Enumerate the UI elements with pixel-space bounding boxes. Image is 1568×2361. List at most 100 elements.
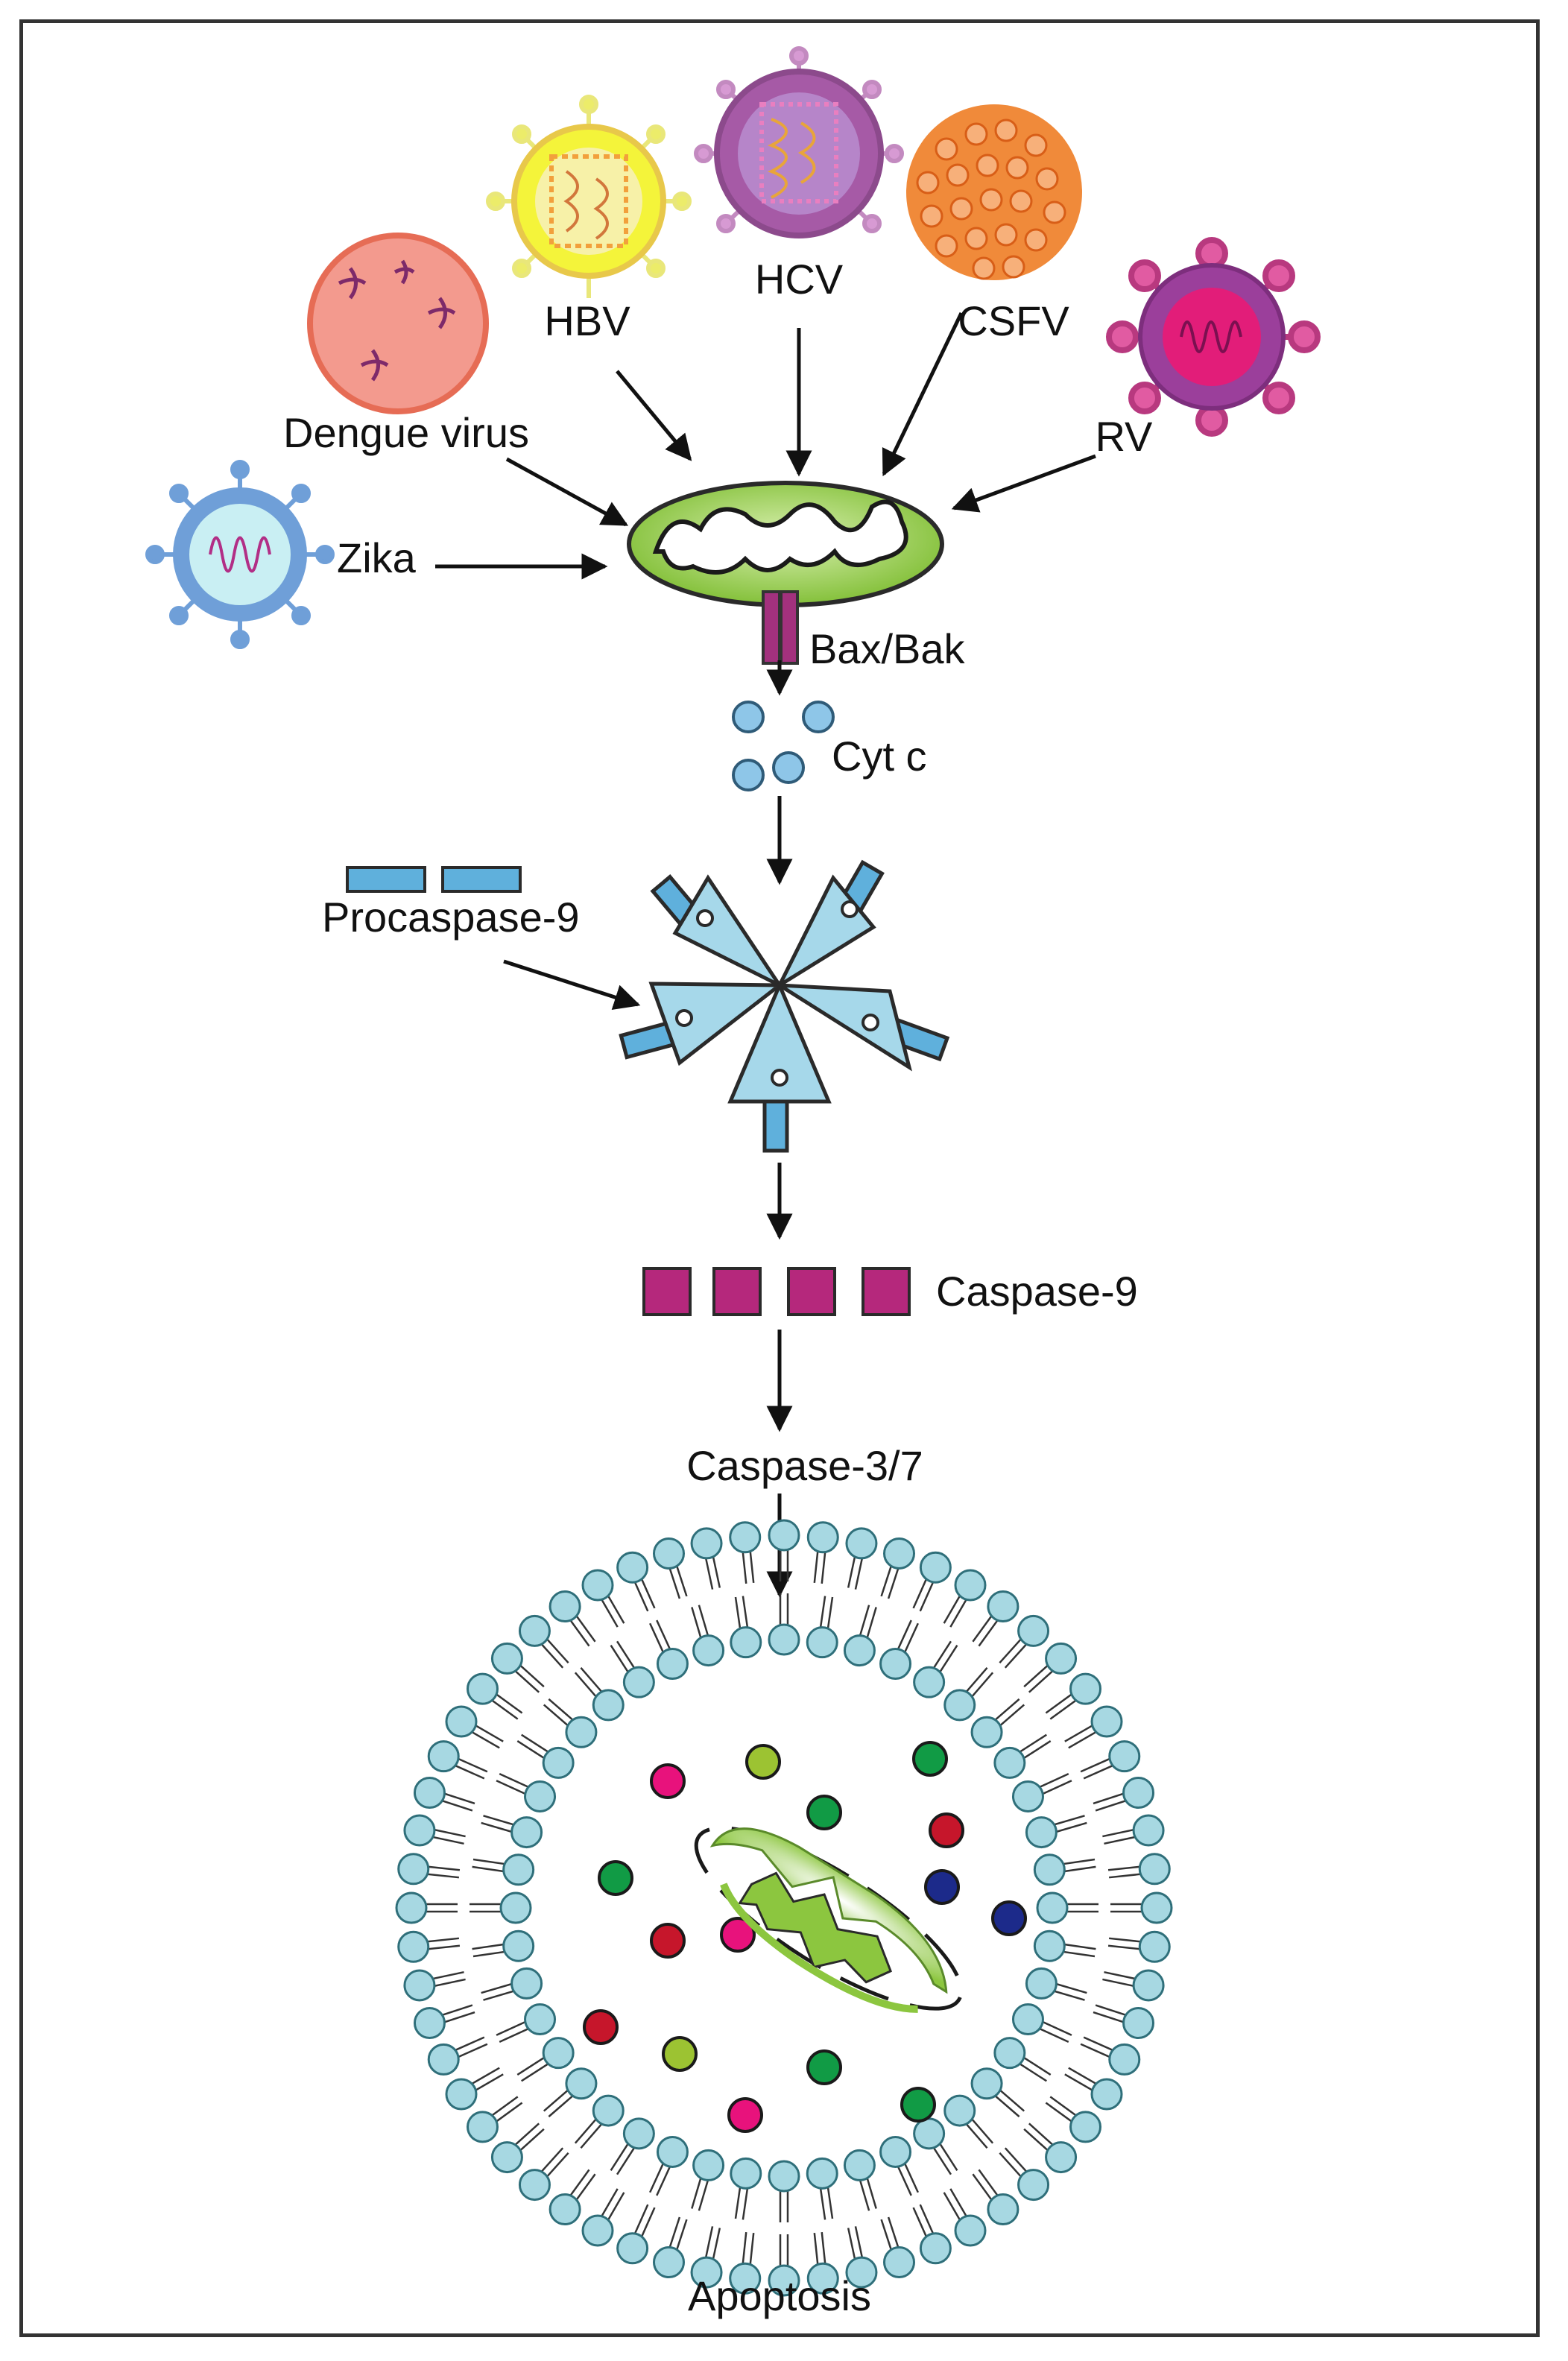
- lipid-head: [622, 2117, 655, 2150]
- lipid-head: [565, 1716, 598, 1748]
- lipid-head: [690, 1527, 723, 1560]
- lipid-head: [970, 1716, 1003, 1748]
- lipid-head: [806, 2157, 838, 2190]
- lipid-head: [1011, 2003, 1044, 2036]
- zika-virus-icon: [145, 460, 335, 649]
- lipid-head: [943, 2094, 976, 2127]
- lipid-head: [1069, 1672, 1102, 1705]
- lipid-head: [616, 1551, 649, 1584]
- rv-label: RV: [1096, 413, 1153, 460]
- apoptosome-icon: [619, 859, 950, 1153]
- lipid-head: [1017, 1614, 1050, 1647]
- lipid-head: [592, 1689, 625, 1722]
- lipid-head: [690, 2256, 723, 2289]
- lipid-head: [518, 1614, 551, 1647]
- dengue-virus-icon: [307, 233, 489, 414]
- lipid-head: [652, 1537, 685, 1570]
- lipid-head: [692, 1634, 725, 1667]
- lipid-head: [879, 2135, 912, 2168]
- apoptotic-cell: [395, 1519, 1173, 2297]
- arrow-dengue: [505, 457, 629, 527]
- lipid-head: [806, 1626, 838, 1659]
- lipid-head: [768, 1623, 800, 1656]
- lipid-head: [622, 1666, 655, 1698]
- lipid-head: [403, 1969, 436, 2002]
- lipid-head: [1108, 2043, 1141, 2076]
- lipid-head: [397, 1853, 430, 1886]
- lipid-head: [499, 1891, 532, 1924]
- hbv-virus-icon: [486, 95, 692, 298]
- bax-bak-channel: [762, 590, 799, 665]
- lipid-head: [502, 1853, 535, 1886]
- zika-label: Zika: [337, 534, 417, 581]
- lipid-head: [524, 1780, 557, 1812]
- lipid-head: [729, 1521, 762, 1554]
- lipid-head: [616, 2232, 649, 2265]
- lipid-head: [466, 1672, 499, 1705]
- lipid-head: [729, 2262, 762, 2295]
- lipid-head: [1090, 1705, 1123, 1738]
- lipid-head: [954, 1569, 987, 1602]
- lipid-head: [919, 1551, 952, 1584]
- csfv-virus-icon: [906, 104, 1082, 280]
- arrow-rv: [951, 454, 1096, 513]
- lipid-head: [913, 2117, 946, 2150]
- lipid-bilayer: [395, 1519, 1173, 2297]
- lipid-head: [1045, 2141, 1078, 2174]
- lipid-head: [993, 2037, 1026, 2070]
- lipid-head: [1033, 1853, 1066, 1886]
- lipid-head: [542, 1746, 575, 1779]
- lipid-head: [1108, 1740, 1141, 1773]
- lipid-head: [768, 2160, 800, 2193]
- lipid-head: [490, 2141, 523, 2174]
- lipid-head: [510, 1967, 543, 2000]
- lipid-head: [1138, 1930, 1171, 1963]
- lipid-head: [843, 1634, 876, 1667]
- lipid-head: [692, 2149, 725, 2181]
- lipid-head: [549, 2193, 581, 2226]
- lipid-head: [445, 2078, 478, 2111]
- lipid-head: [883, 2246, 916, 2279]
- lipid-head: [879, 1648, 912, 1681]
- lipid-head: [845, 2256, 878, 2289]
- lipid-head: [502, 1929, 535, 1962]
- lipid-head: [592, 2094, 625, 2127]
- lipid-head: [581, 1569, 614, 1602]
- lipid-head: [518, 2169, 551, 2202]
- lipid-head: [413, 2007, 446, 2040]
- lipid-head: [993, 1746, 1026, 1779]
- lipid-head: [652, 2246, 685, 2279]
- lipid-head: [1122, 1776, 1155, 1809]
- lipid-head: [730, 2157, 762, 2190]
- lipid-head: [806, 1521, 839, 1554]
- dengue-label: Dengue virus: [283, 409, 529, 456]
- hbv-label: HBV: [544, 297, 630, 344]
- lipid-head: [1069, 2111, 1102, 2143]
- lipid-head: [730, 1626, 762, 1659]
- arrow-hbv: [616, 370, 692, 461]
- lipid-head: [1011, 1780, 1044, 1812]
- lipid-head: [395, 1891, 428, 1924]
- lipid-head: [1140, 1891, 1173, 1924]
- lipid-head: [524, 2003, 557, 2036]
- lipid-head: [1122, 2007, 1155, 2040]
- apoptosis-label: Apoptosis: [688, 2272, 871, 2319]
- lipid-head: [883, 1537, 916, 1570]
- fragmented-mitochondrion-icon: [694, 1826, 964, 2013]
- caspase-3-7-label: Caspase-3/7: [686, 1442, 923, 1489]
- lipid-head: [1090, 2078, 1123, 2111]
- lipid-head: [768, 1519, 800, 1552]
- hcv-virus-icon: [694, 46, 904, 238]
- cytochrome-c-molecules: [732, 701, 835, 791]
- lipid-head: [987, 2193, 1019, 2226]
- cyt-c-label: Cyt c: [832, 733, 927, 780]
- lipid-head: [954, 2214, 987, 2247]
- lipid-head: [806, 2262, 839, 2295]
- lipid-head: [549, 1590, 581, 1622]
- lipid-head: [581, 2214, 614, 2247]
- arrow-csfv: [882, 312, 964, 477]
- lipid-head: [1132, 1969, 1165, 2002]
- lipid-head: [542, 2037, 575, 2070]
- lipid-head: [1025, 1967, 1058, 2000]
- lipid-head: [768, 2264, 800, 2297]
